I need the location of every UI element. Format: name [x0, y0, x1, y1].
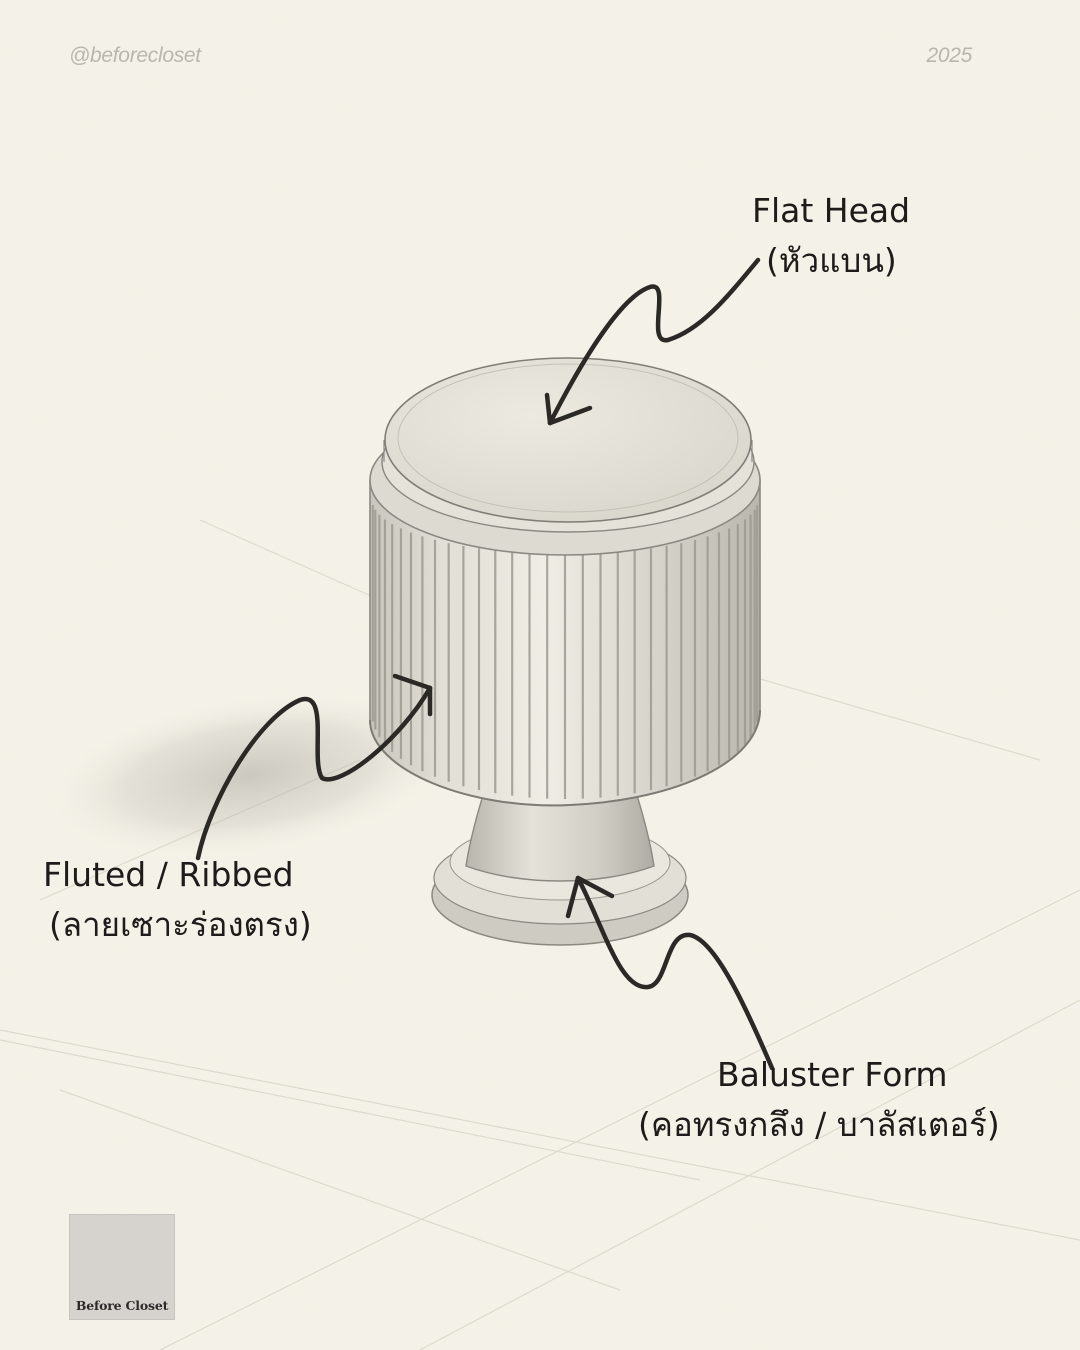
instagram-handle: @beforecloset	[69, 44, 201, 67]
flat-head-label-thai: (หัวแบน)	[766, 241, 897, 280]
baluster-label: Baluster Form	[717, 1055, 948, 1094]
baluster-annotation: Baluster Form (คอทรงกลึง / บาลัสเตอร์)	[638, 1050, 1000, 1150]
fluted-label-thai: (ลายเซาะร่องตรง)	[49, 905, 312, 944]
fluted-arrow-icon	[195, 673, 433, 861]
baluster-label-thai: (คอทรงกลึง / บาลัสเตอร์)	[638, 1105, 1000, 1144]
baluster-arrow-icon	[565, 875, 775, 1071]
fluted-label: Fluted / Ribbed	[43, 855, 294, 894]
brand-logo: Before Closet	[69, 1214, 175, 1320]
fluted-annotation: Fluted / Ribbed (ลายเซาะร่องตรง)	[43, 850, 312, 950]
flat-head-label: Flat Head	[752, 191, 911, 230]
year-label: 2025	[926, 44, 972, 67]
brand-logo-text: Before Closet	[75, 1298, 169, 1313]
flat-head-arrow-icon	[544, 257, 761, 426]
flat-head-annotation: Flat Head (หัวแบน)	[752, 186, 910, 286]
